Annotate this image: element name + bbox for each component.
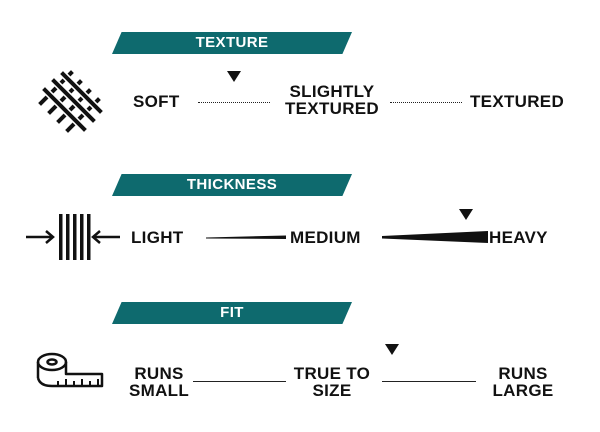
thickness-compress-icon	[26, 214, 120, 260]
texture-label-slightly-textured: SLIGHTLY TEXTURED	[279, 83, 385, 117]
texture-line-right	[390, 102, 462, 103]
texture-marker	[227, 71, 241, 82]
fit-label-right-line2: LARGE	[492, 381, 554, 400]
fit-label-middle-line1: TRUE TO	[293, 364, 371, 383]
fit-label-runs-large: RUNS LARGE	[488, 365, 558, 399]
thickness-label-light: LIGHT	[131, 228, 184, 247]
fit-line-right	[382, 381, 476, 382]
thickness-label-medium: MEDIUM	[290, 228, 361, 247]
fit-line-left	[193, 381, 286, 382]
texture-line-left	[198, 102, 270, 103]
texture-banner: TEXTURE	[112, 32, 352, 54]
thickness-wedge-light	[206, 235, 286, 239]
fit-label-left-line2: SMALL	[128, 381, 190, 400]
thickness-banner: THICKNESS	[112, 174, 352, 196]
texture-label-textured: TEXTURED	[470, 92, 565, 111]
texture-label-soft: SOFT	[133, 92, 180, 111]
texture-label-middle-line1: SLIGHTLY	[289, 82, 375, 101]
fit-label-left-line1: RUNS	[134, 364, 184, 383]
fit-title: FIT	[220, 304, 244, 321]
thickness-label-heavy: HEAVY	[489, 228, 548, 247]
thickness-marker	[459, 209, 473, 220]
fit-label-true-to-size: TRUE TO SIZE	[286, 365, 378, 399]
fit-label-middle-line2: SIZE	[312, 381, 352, 400]
fit-marker	[385, 344, 399, 355]
texture-label-middle-line2: TEXTURED	[284, 99, 379, 118]
fit-label-right-line1: RUNS	[498, 364, 548, 383]
fit-banner: FIT	[112, 302, 352, 324]
fit-label-runs-small: RUNS SMALL	[126, 365, 192, 399]
thickness-title: THICKNESS	[186, 176, 278, 193]
texture-title: TEXTURE	[195, 34, 269, 51]
measuring-tape-icon	[36, 352, 104, 388]
woven-fabric-icon	[38, 70, 103, 133]
thickness-wedge-heavy	[382, 231, 488, 243]
